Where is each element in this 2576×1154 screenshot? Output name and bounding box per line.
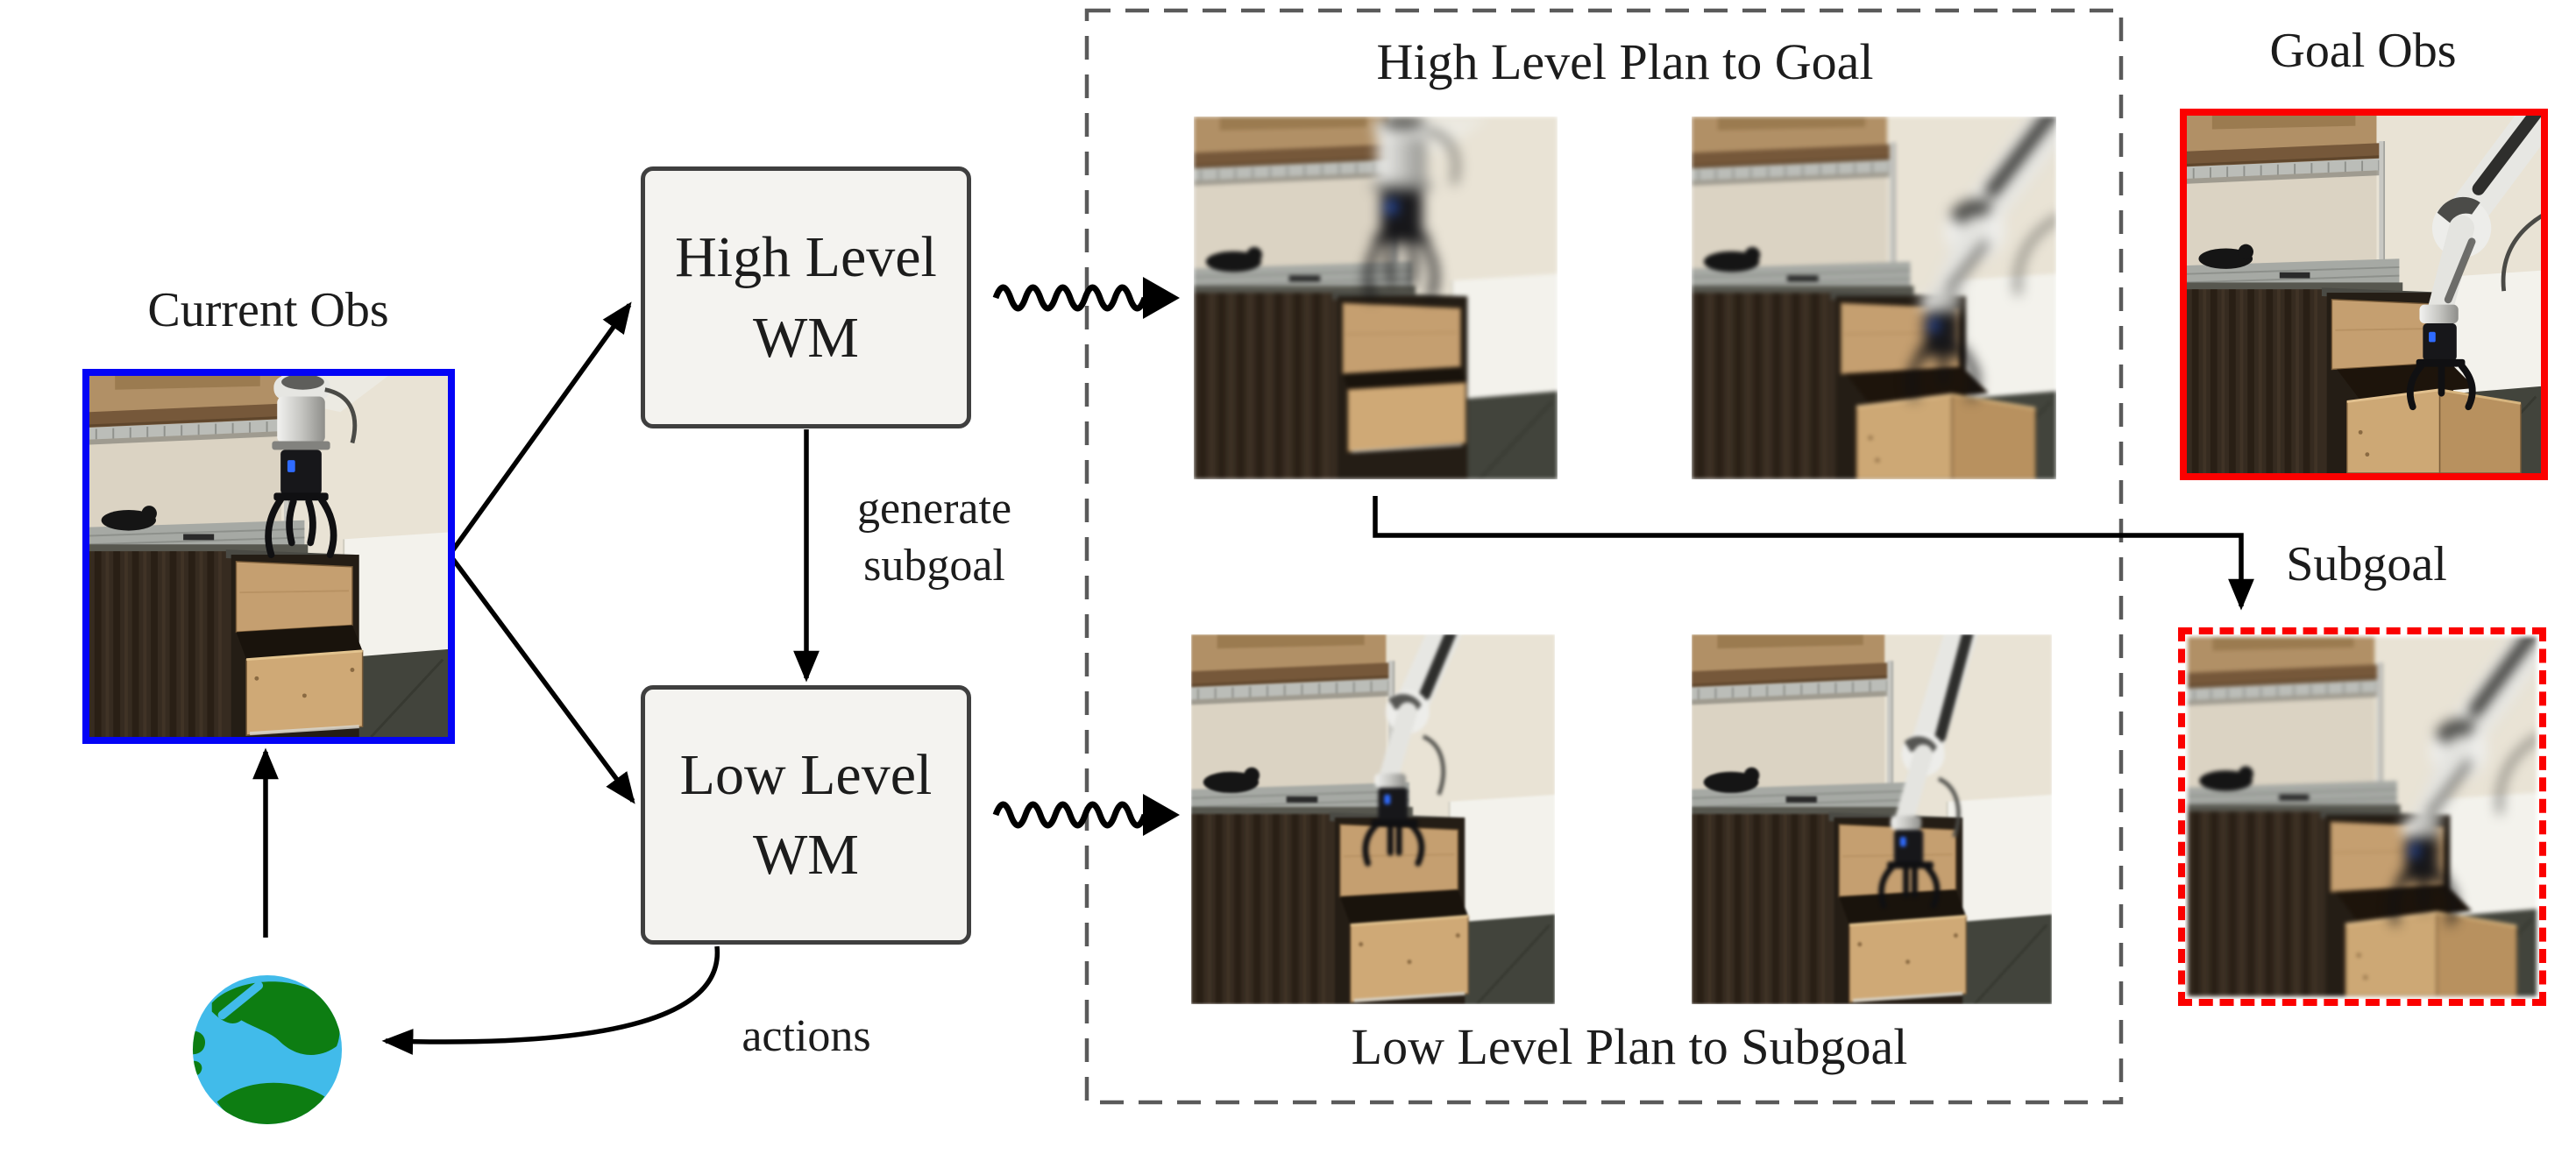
- hl-plan-frame-2: [1692, 117, 2056, 479]
- current-obs-image: [82, 369, 455, 744]
- wavy-arrow-hlwm-rollout-icon: [992, 284, 1148, 312]
- high-level-wm-label-line2: WM: [753, 305, 859, 370]
- goal-obs-image: [2180, 109, 2548, 480]
- arrow-plan-to-subgoal-elbow: [1373, 496, 2254, 611]
- goal-obs-label: Goal Obs: [2269, 24, 2457, 78]
- arrow-llwm-actions-curve: [381, 945, 720, 1055]
- low-level-plan-title: Low Level Plan to Subgoal: [1351, 1018, 1908, 1075]
- current-obs-scene: [89, 376, 448, 737]
- generate-subgoal-caption: generate subgoal: [857, 480, 1011, 594]
- wavy-arrowhead-high: [1143, 277, 1180, 319]
- arrow-current-to-hlwm: [447, 301, 632, 556]
- ll-plan-frame-1-scene: [1191, 634, 1555, 1004]
- low-level-wm-box: Low Level WM: [641, 685, 971, 945]
- hl-plan-frame-1-scene: [1194, 117, 1558, 479]
- low-level-wm-label-line1: Low Level: [679, 742, 933, 807]
- hl-plan-frame-2-scene: [1692, 117, 2056, 479]
- earth-icon: [189, 972, 345, 1128]
- high-level-plan-title: High Level Plan to Goal: [1376, 33, 1874, 90]
- low-level-wm-label-line2: WM: [753, 823, 859, 887]
- ll-plan-frame-2-scene: [1692, 634, 2052, 1004]
- ll-plan-frame-2: [1692, 634, 2052, 1004]
- arrow-current-to-llwm: [447, 553, 635, 804]
- subgoal-scene: [2188, 637, 2537, 996]
- generate-subgoal-caption-line1: generate: [856, 484, 1012, 534]
- high-level-wm-box: High Level WM: [641, 166, 971, 428]
- hl-plan-frame-1: [1194, 117, 1558, 479]
- subgoal-label: Subgoal: [2286, 537, 2447, 591]
- high-level-wm-label-line1: High Level: [675, 225, 937, 290]
- ll-plan-frame-1: [1191, 634, 1555, 1004]
- actions-caption: actions: [742, 1011, 871, 1061]
- goal-obs-scene: [2187, 116, 2541, 473]
- wavy-arrowhead-low: [1143, 794, 1180, 836]
- current-obs-label: Current Obs: [147, 283, 389, 337]
- wavy-arrow-llwm-rollout-icon: [992, 801, 1148, 829]
- subgoal-image: [2178, 627, 2546, 1006]
- generate-subgoal-caption-line2: subgoal: [863, 541, 1005, 591]
